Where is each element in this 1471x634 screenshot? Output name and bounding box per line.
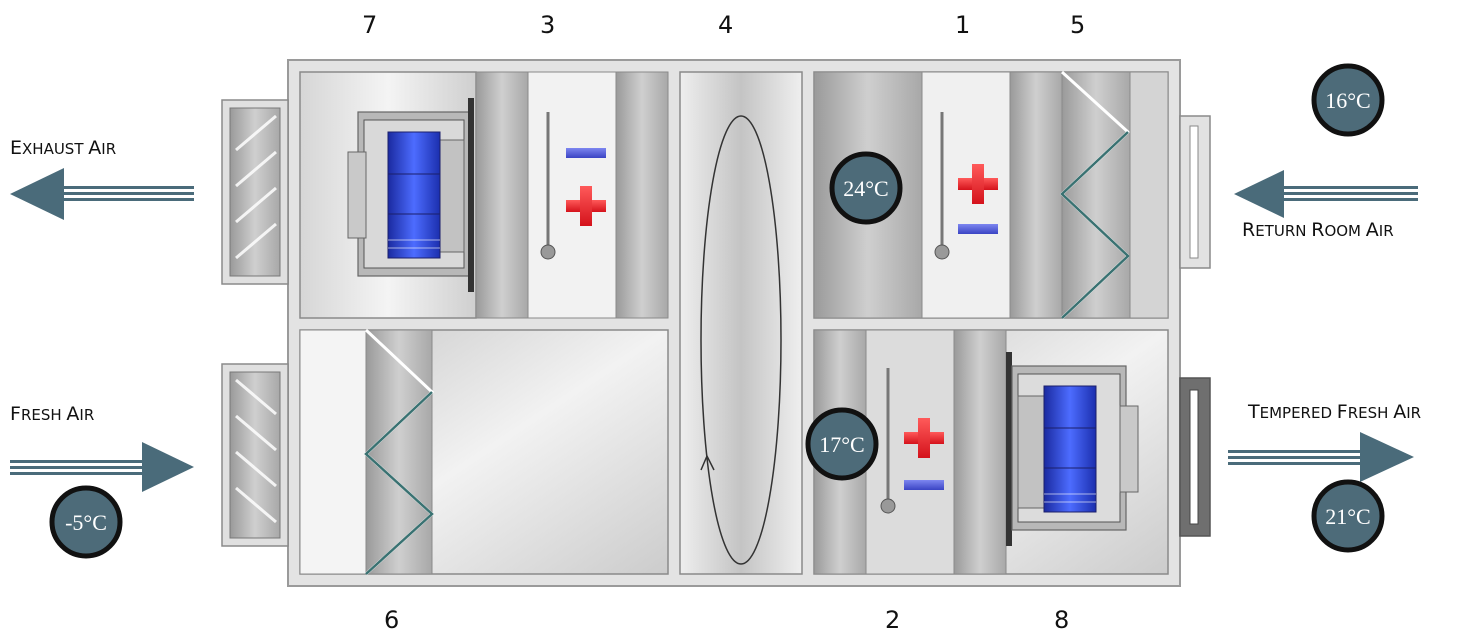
arrow-icon xyxy=(10,168,194,220)
filter-icon xyxy=(363,328,435,576)
fresh-air-label: FRESH AIR xyxy=(10,403,94,425)
section-number-5: 5 xyxy=(1070,11,1085,39)
arrow-icon xyxy=(1228,432,1414,482)
section-number-4: 4 xyxy=(718,11,733,39)
plus-icon xyxy=(958,164,998,204)
section-number-2: 2 xyxy=(885,606,900,634)
damper-icon xyxy=(1179,115,1211,269)
temp-badge-after-coil-bottom: 17°C xyxy=(805,407,879,481)
exhaust-air-label: EXHAUST AIR xyxy=(10,137,116,159)
section-number-6: 6 xyxy=(384,606,399,634)
fan-icon xyxy=(347,98,474,292)
tempered-fresh-air-label: TEMPERED FRESH AIR xyxy=(1247,401,1421,423)
svg-text:16°C: 16°C xyxy=(1325,88,1370,113)
minus-icon xyxy=(566,148,606,158)
temp-badge-tempered: 21°C xyxy=(1311,479,1385,553)
fan-icon xyxy=(1006,352,1139,546)
filter-icon xyxy=(1059,70,1131,320)
rotary-wheel-icon xyxy=(679,71,803,575)
svg-text:17°C: 17°C xyxy=(819,432,864,457)
temp-badge-fresh: -5°C xyxy=(49,485,123,559)
return-room-air-label: RETURN ROOM AIR xyxy=(1242,219,1394,241)
minus-icon xyxy=(958,224,998,234)
damper-icon xyxy=(221,363,289,547)
thermometer-icon xyxy=(934,112,950,260)
thermometer-icon xyxy=(540,112,556,260)
section-number-7: 7 xyxy=(362,11,377,39)
arrow-icon xyxy=(10,442,194,492)
minus-icon xyxy=(904,480,944,490)
thermometer-icon xyxy=(880,368,896,514)
plus-icon xyxy=(904,418,944,458)
arrow-icon xyxy=(1234,170,1418,218)
plus-icon xyxy=(566,186,606,226)
svg-text:21°C: 21°C xyxy=(1325,504,1370,529)
damper-icon xyxy=(1179,377,1211,537)
svg-text:24°C: 24°C xyxy=(843,176,888,201)
section-number-3: 3 xyxy=(540,11,555,39)
damper-icon xyxy=(221,99,289,285)
section-number-8: 8 xyxy=(1054,606,1069,634)
svg-text:-5°C: -5°C xyxy=(65,510,107,535)
section-number-1: 1 xyxy=(955,11,970,39)
temp-badge-after-coil-top: 24°C xyxy=(829,151,903,225)
temp-badge-return-room: 16°C xyxy=(1311,63,1385,137)
